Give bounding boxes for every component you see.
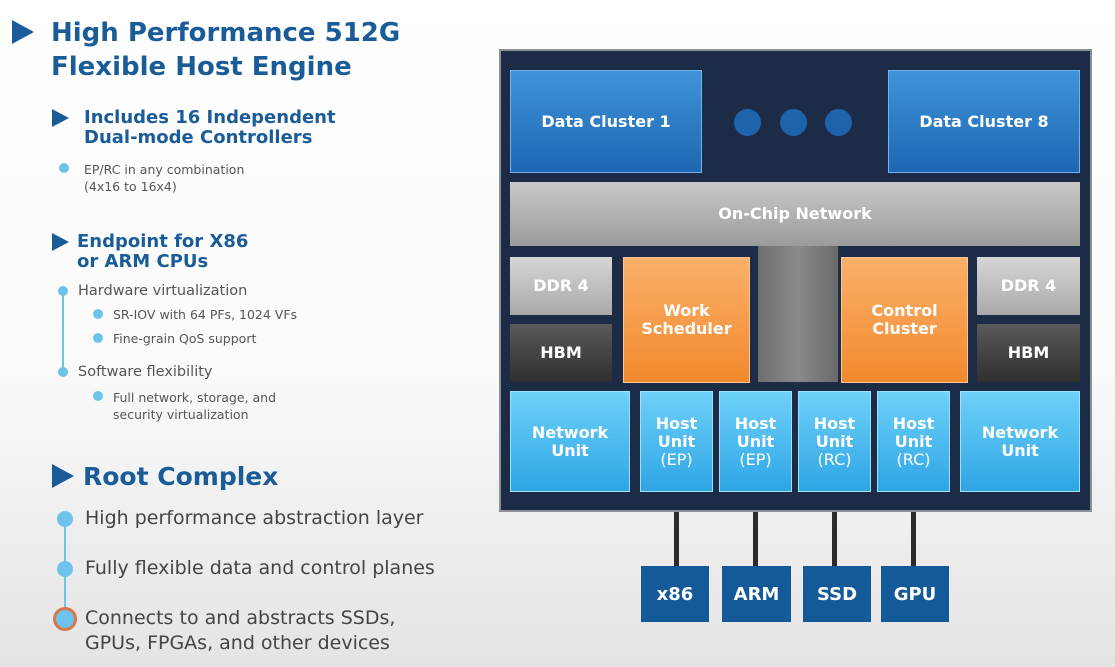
data-cluster-8: Data Cluster 8 [888,70,1080,173]
section1-bullet1: EP/RC in any combination (4x16 to 16x4) [84,161,244,195]
main-title-line2: Flexible Host Engine [51,52,352,82]
section2-item2-sub1-line2: security virtualization [113,407,249,422]
work-scheduler-line2: Scheduler [641,319,732,338]
host-unit-line1: Host [813,413,856,433]
control-cluster-line2: Cluster [872,319,937,338]
bullet-icon [57,511,73,527]
device-ssd: SSD [803,566,871,622]
bullet-icon [58,367,68,377]
ddr4-left: DDR 4 [510,257,612,315]
section3-item1: High performance abstraction layer [85,507,424,529]
host-unit-line1: Host [734,413,777,433]
section1-bullet1-line2: (4x16 to 16x4) [84,179,177,194]
bullet-icon [93,333,103,343]
section3-heading-text: Root Complex [83,462,279,491]
section2-item2-sub1-line1: Full network, storage, and [113,390,277,405]
main-title: High Performance 512G Flexible Host Engi… [12,16,400,84]
control-cluster-line1: Control [871,301,938,320]
host-unit-mode: (EP) [660,449,693,469]
section1-heading: Includes 16 Independent Dual-mode Contro… [52,108,336,148]
connector-line [674,512,679,566]
play-triangle-icon [52,109,69,127]
section3-item3-line2: GPUs, FPGAs, and other devices [85,632,390,654]
tree-line [62,292,64,374]
chip-diagram: Data Cluster 1 Data Cluster 8 On-Chip Ne… [499,49,1092,512]
hbm-left: HBM [510,324,612,382]
network-unit-left-line2: Unit [551,440,589,460]
on-chip-network: On-Chip Network [510,182,1080,246]
device-x86: x86 [641,566,709,622]
ellipsis-dot-icon [825,109,852,136]
host-unit-mode: (EP) [739,449,772,469]
host-unit-line2: Unit [736,431,775,451]
host-unit-line1: Host [655,413,698,433]
section3-item3-line1: Connects to and abstracts SSDs, [85,607,396,629]
on-chip-network-stem [758,246,838,382]
connector-line [753,512,758,566]
host-unit-mode: (RC) [817,449,852,469]
host-unit-line1: Host [892,413,935,433]
bullet-icon [57,561,73,577]
bullet-icon [58,286,68,296]
bullet-icon [93,391,103,401]
section2-item1: Hardware virtualization [78,283,248,299]
play-triangle-icon [52,233,69,251]
section2-item1-sub1: SR-IOV with 64 PFs, 1024 VFs [113,307,298,322]
work-scheduler-line1: Work [663,301,710,320]
section2-heading-line2: or ARM CPUs [77,251,209,272]
ddr4-right: DDR 4 [977,257,1080,315]
device-arm: ARM [722,566,791,622]
host-unit-line2: Unit [815,431,854,451]
section3-item2: Fully flexible data and control planes [85,557,435,579]
network-unit-right-line2: Unit [1001,440,1039,460]
section1-heading-line1: Includes 16 Independent [84,107,336,128]
play-triangle-icon [52,464,74,488]
host-unit-mode: (RC) [896,449,931,469]
data-cluster-1: Data Cluster 1 [510,70,702,173]
section3-item3: Connects to and abstracts SSDs, GPUs, FP… [85,606,395,656]
host-unit-line2: Unit [894,431,933,451]
hbm-right: HBM [977,324,1080,382]
connector-line [832,512,837,566]
section1-bullet1-line1: EP/RC in any combination [84,162,245,177]
network-unit-right-line1: Network [981,422,1059,442]
play-triangle-icon [12,20,34,44]
bullet-icon-highlighted [53,607,77,631]
ellipsis-dot-icon [734,109,761,136]
main-title-line1: High Performance 512G [51,18,401,48]
device-gpu: GPU [881,566,949,622]
section2-heading-line1: Endpoint for X86 [77,231,249,252]
host-unit-line2: Unit [657,431,696,451]
section1-heading-line2: Dual-mode Controllers [84,127,313,148]
section2-heading: Endpoint for X86 or ARM CPUs [52,232,248,272]
section2-item2: Software flexibility [78,364,213,380]
section2-item2-sub1: Full network, storage, and security virt… [113,389,276,423]
ellipsis-dot-icon [780,109,807,136]
section3-heading: Root Complex [52,462,278,492]
bullet-icon [59,163,69,173]
bullet-icon [93,309,103,319]
network-unit-left-line1: Network [531,422,609,442]
section2-item1-sub2: Fine-grain QoS support [113,331,257,346]
connector-line [911,512,916,566]
